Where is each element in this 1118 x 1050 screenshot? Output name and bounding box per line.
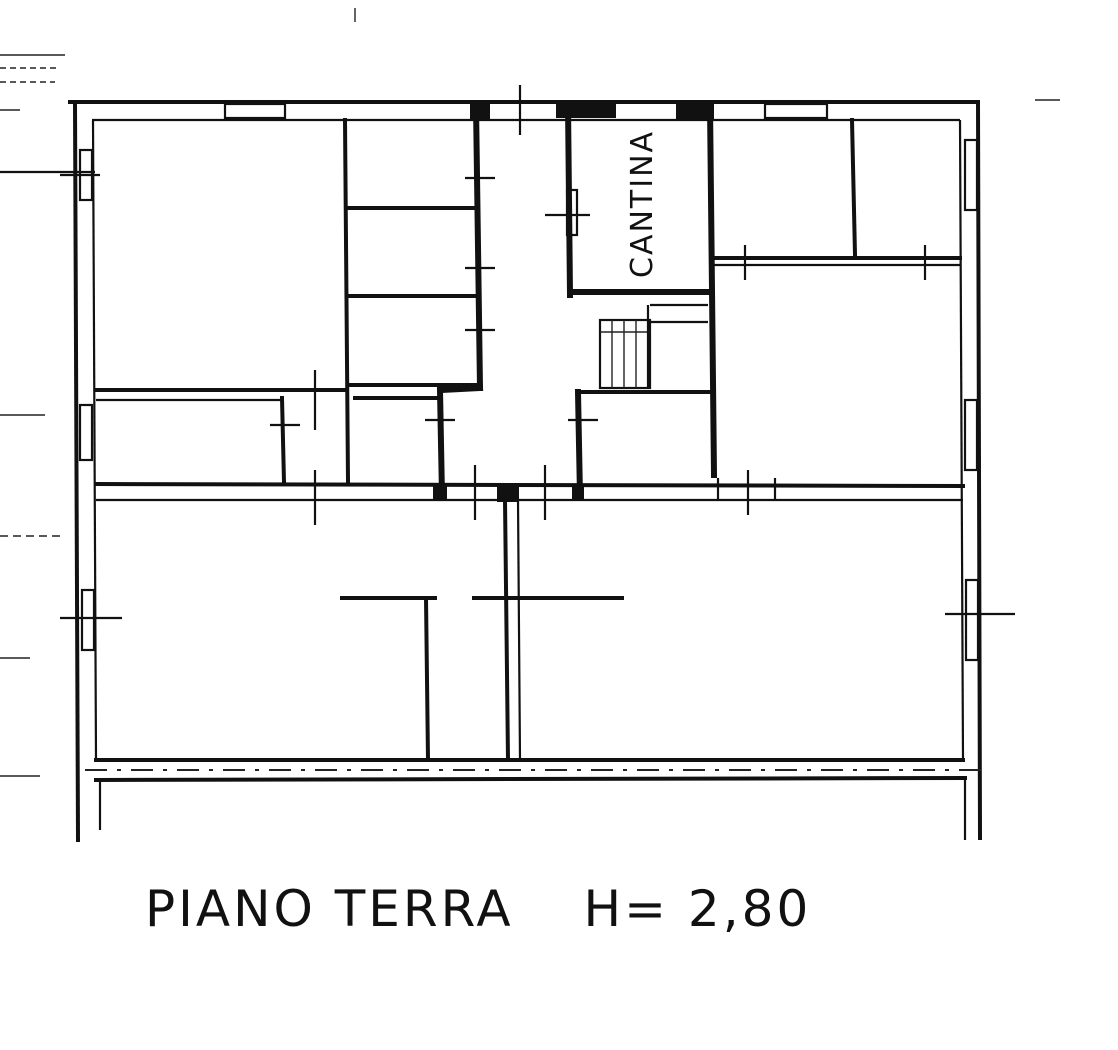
floor-name: PIANO TERRA — [145, 880, 514, 938]
outer-walls — [68, 99, 985, 843]
window-marks — [60, 85, 1015, 662]
interior-walls-upper — [93, 100, 966, 502]
plan-title: PIANO TERRA H= 2,80 — [145, 880, 905, 960]
ceiling-height: H= 2,80 — [583, 880, 812, 938]
cellar-label: CANTINA — [625, 130, 660, 278]
interior-walls-lower — [340, 497, 624, 763]
